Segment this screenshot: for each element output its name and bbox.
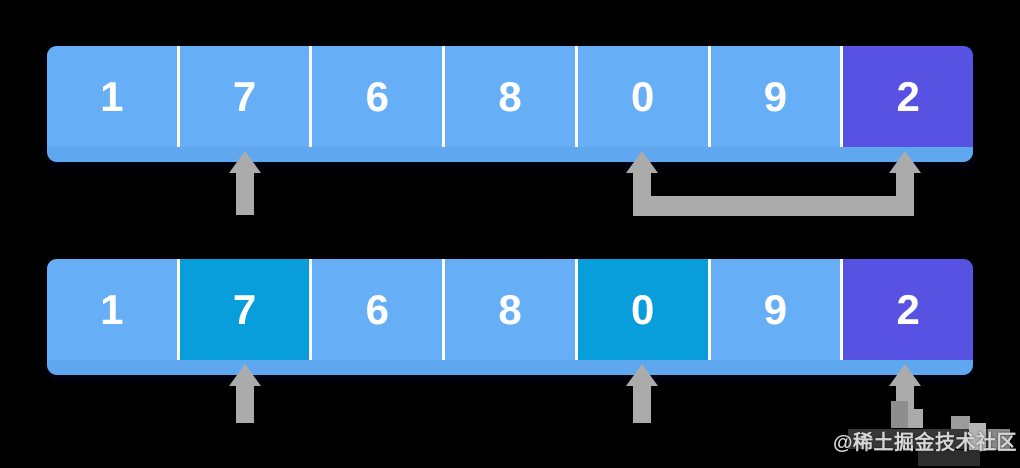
pointer-up-arrow-top xyxy=(229,151,261,215)
pointer-up-arrow-bottom-right xyxy=(889,364,921,423)
connector-bar xyxy=(633,196,914,216)
cells-container: 1 7 6 8 0 9 2 xyxy=(47,46,973,147)
cell-value: 0 xyxy=(631,72,655,120)
cell-value: 9 xyxy=(763,285,788,333)
watermark-artifact xyxy=(969,423,986,451)
watermark-artifact xyxy=(918,450,980,466)
watermark-artifact xyxy=(848,429,1006,449)
arrow-stem xyxy=(896,386,914,423)
arrow-head-icon xyxy=(229,364,261,386)
watermark-artifact xyxy=(988,429,1010,450)
arrow-head-icon xyxy=(889,364,921,386)
array-cell-6: 6 xyxy=(309,259,443,360)
cell-value: 2 xyxy=(896,72,920,120)
cell-value: 9 xyxy=(763,72,788,120)
cell-value: 8 xyxy=(498,72,522,120)
array-row-after: 1 7 6 8 0 9 2 xyxy=(47,259,973,375)
array-cell-0: 0 xyxy=(574,46,708,147)
cell-value: 6 xyxy=(365,285,389,333)
arrow-stem xyxy=(633,386,651,423)
array-row-before: 1 7 6 8 0 9 2 xyxy=(47,46,973,162)
swap-connector-arrow xyxy=(626,151,921,216)
array-cell-6: 6 xyxy=(309,46,443,147)
array-cell-1: 1 xyxy=(47,46,177,147)
watermark-artifact xyxy=(951,416,970,430)
pointer-up-arrow-bottom-left xyxy=(229,364,261,423)
cell-value: 7 xyxy=(232,285,257,333)
cell-value: 1 xyxy=(100,72,124,120)
cell-value: 8 xyxy=(498,285,522,333)
cell-value: 0 xyxy=(631,285,655,333)
arrow-head-icon xyxy=(626,151,658,173)
array-cell-9: 9 xyxy=(707,46,841,147)
arrow-stem xyxy=(236,173,254,215)
arrow-head-icon xyxy=(229,151,261,173)
array-cell-0: 0 xyxy=(574,259,708,360)
cells-container: 1 7 6 8 0 9 2 xyxy=(47,259,973,360)
arrow-head-icon xyxy=(889,151,921,173)
array-cell-7: 7 xyxy=(176,46,310,147)
cell-value: 6 xyxy=(365,72,389,120)
pointer-up-arrow-bottom-middle xyxy=(626,364,658,423)
array-cell-9: 9 xyxy=(707,259,841,360)
array-cell-7: 7 xyxy=(176,259,310,360)
cell-value: 2 xyxy=(896,285,920,333)
cell-value: 7 xyxy=(232,72,257,120)
arrow-head-icon xyxy=(626,364,658,386)
arrow-stem xyxy=(236,386,254,423)
cell-value: 1 xyxy=(100,285,124,333)
array-cell-2: 2 xyxy=(840,46,973,147)
watermark-text: @稀土掘金技术社区 xyxy=(833,432,1018,454)
array-cell-8: 8 xyxy=(442,259,575,360)
array-cell-2: 2 xyxy=(840,259,973,360)
array-cell-8: 8 xyxy=(442,46,575,147)
array-cell-1: 1 xyxy=(47,259,177,360)
